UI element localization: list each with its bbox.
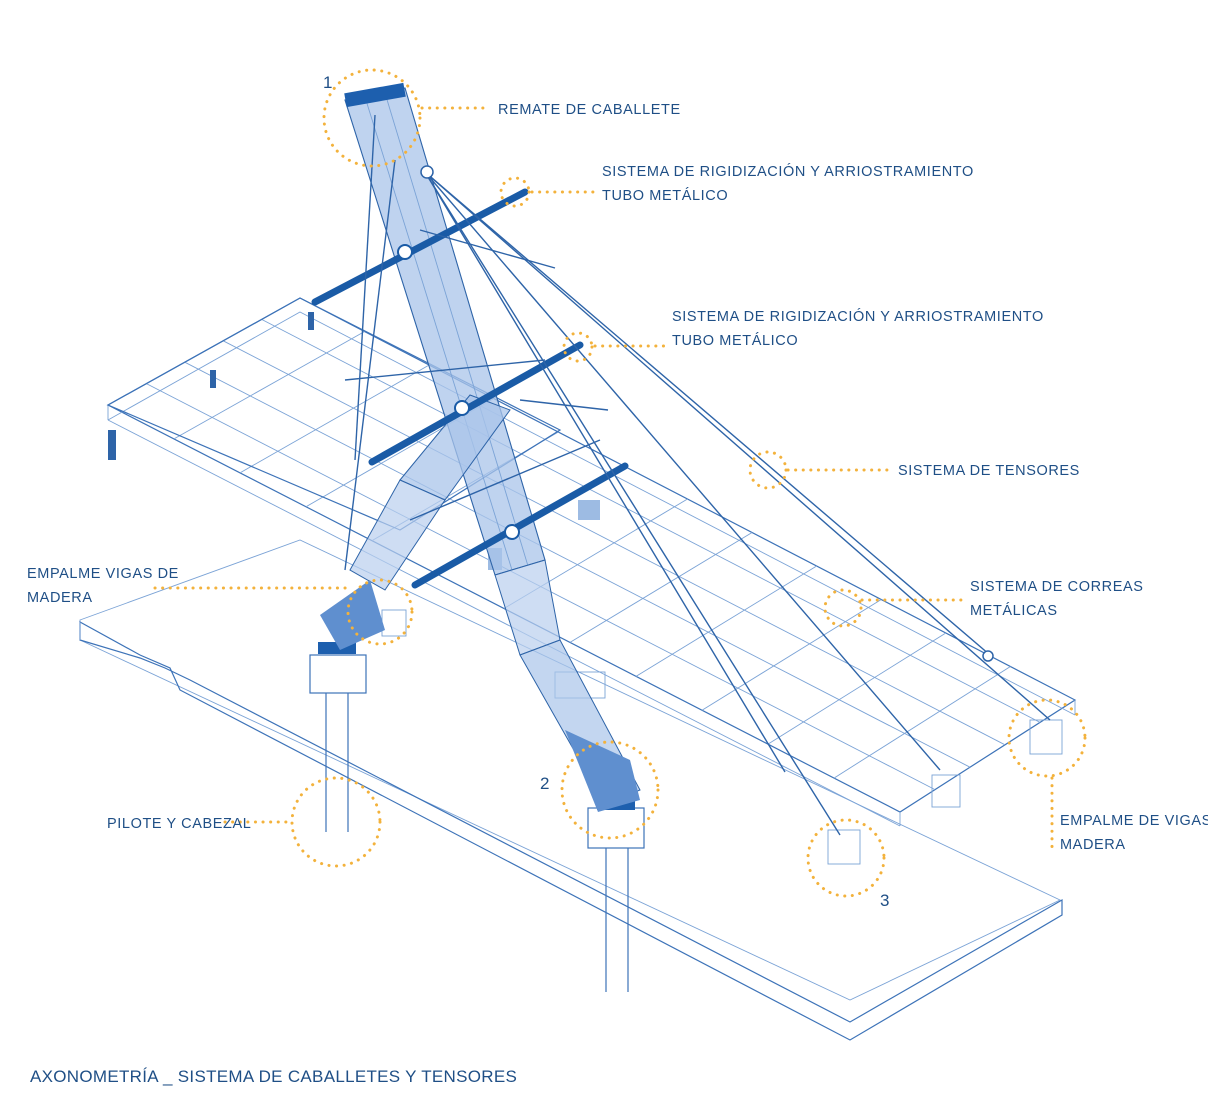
label-correas-line1: SISTEMA DE CORREAS: [970, 579, 1144, 595]
marker-3: 3: [880, 891, 889, 910]
callout-circle-3: [806, 818, 886, 898]
label-empalme-left-line2: MADERA: [27, 590, 93, 606]
purlin: [833, 666, 1011, 779]
purlin: [569, 532, 753, 643]
purlin: [173, 331, 365, 440]
label-rigid1-line2: TUBO METÁLICO: [602, 187, 728, 204]
beam-splices: [381, 500, 1063, 865]
drawing-title: AXONOMETRÍA _ SISTEMA DE CABALLETES Y TE…: [30, 1067, 517, 1086]
label-pilote: PILOTE Y CABEZAL: [107, 816, 251, 832]
purlin: [184, 361, 971, 768]
callout-circle-empalme-left: [346, 578, 414, 646]
purlin: [767, 632, 947, 745]
purlin: [701, 599, 882, 711]
callout-circle-rigid1: [499, 176, 531, 208]
label-empalme-left-line1: EMPALME VIGAS DE: [27, 566, 179, 582]
callout-circle-empalme-right: [1007, 698, 1087, 778]
callout-circle-rigid2: [562, 331, 594, 363]
label-tensores: SISTEMA DE TENSORES: [898, 463, 1080, 479]
label-empalme-right-line1: EMPALME DE VIGAS DE: [1060, 813, 1208, 829]
purlin-grid: [146, 319, 1041, 791]
label-remate: REMATE DE CABALLETE: [498, 102, 681, 118]
tension-cables: [344, 114, 1051, 836]
purlin: [222, 340, 1006, 746]
marker-1: 1: [323, 73, 332, 92]
purlin: [635, 565, 817, 677]
marker-2: 2: [540, 774, 549, 793]
callout-circle-correas: [823, 588, 863, 628]
label-empalme-right-line2: MADERA: [1060, 837, 1126, 853]
callout-circle-remate: [322, 68, 422, 168]
callouts: [153, 68, 1087, 898]
label-rigid2-line2: TUBO METÁLICO: [672, 332, 798, 349]
callout-circle-pilote: [290, 776, 382, 868]
purlin: [239, 364, 430, 474]
pile-center: [587, 798, 645, 992]
label-rigid2-line1: SISTEMA DE RIGIDIZACIÓN Y ARRIOSTRAMIENT…: [672, 308, 1044, 325]
pile-left: [309, 642, 367, 832]
callout-circle-2: [560, 740, 660, 840]
purlin: [261, 319, 1041, 723]
left-deck: [106, 297, 562, 531]
callout-circle-tensores: [748, 450, 788, 490]
label-correas-line2: METÁLICAS: [970, 602, 1058, 619]
ground-slab: [79, 539, 1063, 1041]
secondary-strut: [320, 394, 511, 650]
label-rigid1-line1: SISTEMA DE RIGIDIZACIÓN Y ARRIOSTRAMIENT…: [602, 163, 974, 180]
main-mast: [344, 82, 641, 812]
